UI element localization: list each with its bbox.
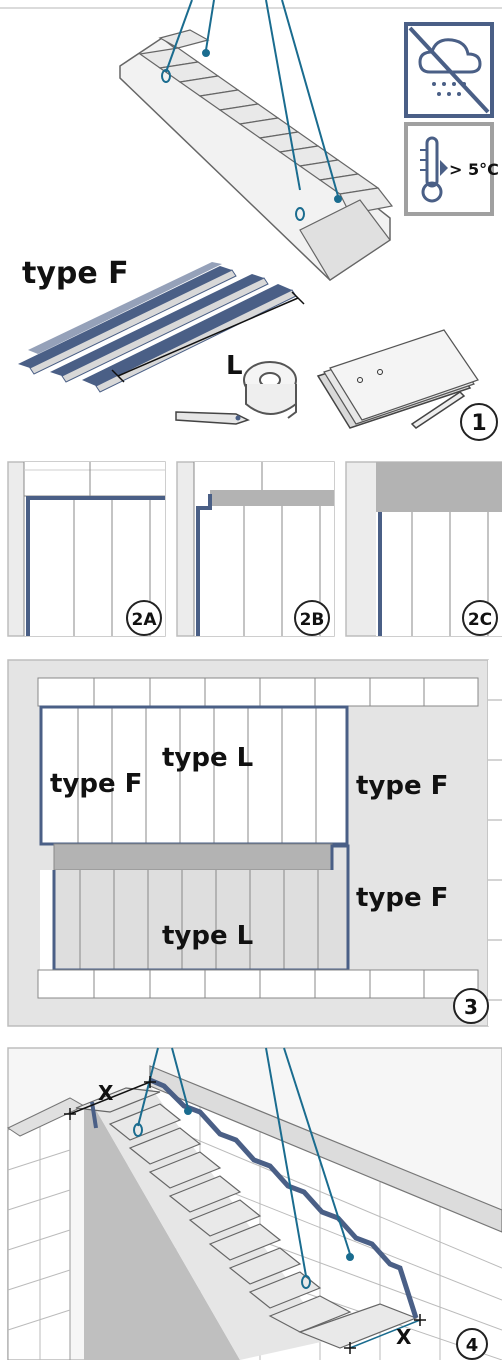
step-2c-number: 2C xyxy=(468,610,492,630)
step-2a-number: 2A xyxy=(132,610,158,630)
step-3-number: 3 xyxy=(464,995,478,1019)
panel-2c: 2C xyxy=(345,461,502,637)
length-dimension xyxy=(111,291,305,383)
panel-2: 2A 2B xyxy=(7,461,502,637)
panel-3: type F type L type F type F type L 3 xyxy=(7,659,502,1027)
staircase-illustration xyxy=(119,0,394,281)
top-x-label: X xyxy=(98,1081,114,1105)
panel1-type-label: type F xyxy=(22,256,129,291)
no-rain-icon xyxy=(404,22,494,118)
thermometer-icon: > 5°C xyxy=(404,122,499,216)
bottom-x-label: X xyxy=(396,1325,412,1349)
tape-roll xyxy=(243,361,297,419)
step-4-number: 4 xyxy=(466,1335,479,1356)
panel-1: > 5°C type F L xyxy=(0,0,502,441)
step-3-badge xyxy=(453,988,489,1024)
panel3-type-f-right-bottom: type F xyxy=(356,883,448,913)
step-1-number: 1 xyxy=(471,411,486,436)
temperature-label: > 5°C xyxy=(449,160,499,179)
type-f-boards xyxy=(18,262,297,393)
knife-icon xyxy=(175,411,250,425)
membrane-sheets xyxy=(316,329,479,429)
panel3-type-l-top: type L xyxy=(162,743,253,773)
bottom-x-dimension xyxy=(349,1319,421,1349)
top-x-dimension xyxy=(64,1076,156,1120)
panel-2a: 2A xyxy=(7,461,166,637)
panel3-type-f-left: type F xyxy=(50,769,142,799)
pencil-icon xyxy=(410,391,466,429)
panel-4: X X 4 xyxy=(6,1047,502,1360)
step-2b-number: 2B xyxy=(300,610,325,630)
panel-2b: 2B xyxy=(176,461,335,637)
step-4-badge xyxy=(456,1328,488,1360)
step-1-badge xyxy=(460,403,498,441)
panel3-type-l-bottom: type L xyxy=(162,921,253,951)
length-label: L xyxy=(226,351,243,381)
panel3-type-f-right-top: type F xyxy=(356,771,448,801)
